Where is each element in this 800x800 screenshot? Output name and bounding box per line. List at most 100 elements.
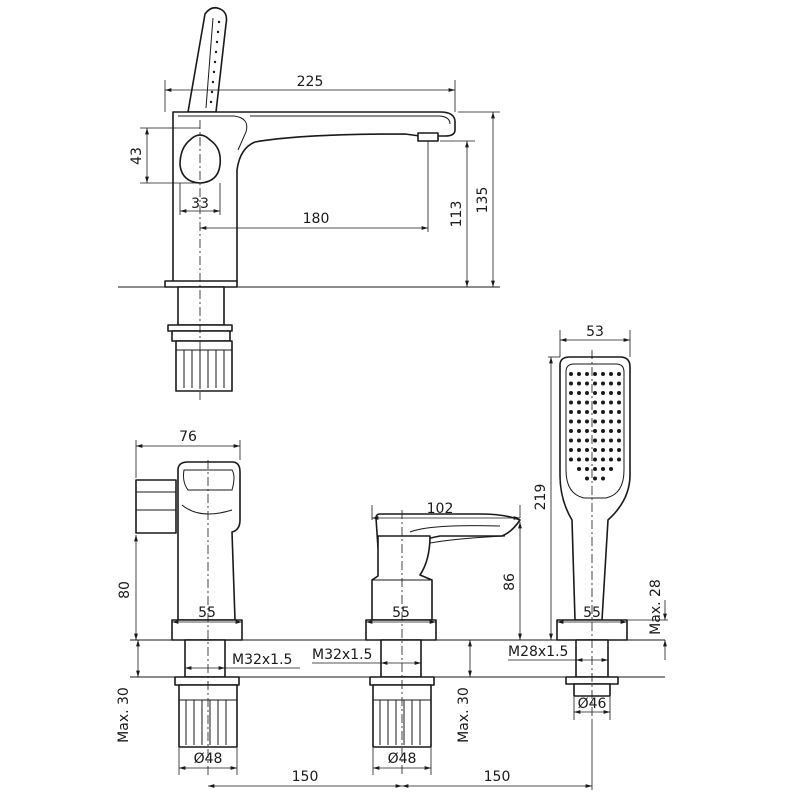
nozzle-dot <box>569 429 573 433</box>
dim-holder-nut: Ø46 <box>578 696 607 712</box>
nozzle-dot <box>569 448 573 452</box>
nozzle-dot <box>585 391 589 395</box>
spout-side-view: 225 43 33 180 113 135 <box>118 6 500 400</box>
nozzle-dot <box>577 381 581 386</box>
diverter-base <box>171 619 243 641</box>
resting-shower-nozzles <box>209 20 221 104</box>
dim-spacing-2: 150 <box>484 769 511 785</box>
nozzle-dot <box>593 448 597 452</box>
mixer-base <box>365 619 437 641</box>
nozzle-dot <box>593 372 597 376</box>
hand-shower-front-view: 53 219 55 Max. 28 M28x1.5 Ø46 <box>508 324 668 720</box>
nozzle-dot <box>593 381 597 386</box>
nozzle-dot <box>609 410 613 414</box>
nozzle-dot <box>601 410 605 414</box>
dim-outlet-reach: 180 <box>303 211 330 227</box>
nozzle-dot <box>609 457 613 462</box>
nozzle-dot <box>569 381 573 386</box>
dim-hand-shower-width: 53 <box>586 324 604 340</box>
nozzle-dot <box>617 457 621 462</box>
nozzle-dot <box>585 429 589 433</box>
dim-mixer-thread: M32x1.5 <box>312 647 372 663</box>
nozzle-dot <box>585 410 589 414</box>
nozzle-dot <box>601 372 605 376</box>
nozzle-dot <box>593 391 597 395</box>
nozzle-dot <box>601 448 605 452</box>
nozzle-dot <box>585 438 589 443</box>
nozzle-dot <box>617 372 621 376</box>
nozzle-dot <box>577 448 581 452</box>
dim-outlet-height: 113 <box>449 201 465 228</box>
nozzle-dot <box>593 467 597 471</box>
diverter-body <box>177 461 241 621</box>
nozzle-dot <box>601 438 605 443</box>
spout-aerator <box>417 132 439 142</box>
nozzle-dot <box>577 410 581 414</box>
nozzle-dot <box>585 476 589 481</box>
nozzle-dot <box>569 410 573 414</box>
nozzle-dot <box>593 429 597 433</box>
dim-holder-base: 55 <box>583 605 601 621</box>
nozzle-dot <box>593 457 597 462</box>
nozzle-dot <box>577 419 581 424</box>
nozzle-dot <box>569 391 573 395</box>
dim-diverter-nut: Ø48 <box>194 751 223 767</box>
nozzle-dot <box>577 391 581 395</box>
dim-diverter-base: 55 <box>198 605 216 621</box>
dim-holder-max: Max. 28 <box>648 579 664 635</box>
nozzle-dot <box>601 429 605 433</box>
nozzle-dot <box>609 438 613 443</box>
nozzle-dot <box>609 391 613 395</box>
nozzle-dot <box>617 400 621 405</box>
nozzle-dot <box>617 381 621 386</box>
nozzle-dot <box>609 467 613 471</box>
dim-diverter-height: 80 <box>117 581 133 599</box>
nozzle-dot <box>585 457 589 462</box>
dim-spacing-1: 150 <box>292 769 319 785</box>
nozzle-dot <box>601 381 605 386</box>
nozzle-dot <box>601 457 605 462</box>
dim-holder-thread: M28x1.5 <box>508 644 568 660</box>
dim-mixer-max: Max. 30 <box>456 687 472 743</box>
nozzle-dot <box>577 400 581 405</box>
spout-base <box>164 280 238 288</box>
nozzle-dot <box>569 457 573 462</box>
nozzle-dot <box>569 372 573 376</box>
nozzle-dot <box>585 467 589 471</box>
nozzle-dot <box>577 429 581 433</box>
dim-mixer-length: 102 <box>427 501 454 517</box>
nozzle-dot <box>617 438 621 443</box>
nozzle-dot <box>585 400 589 405</box>
nozzle-dot <box>593 476 597 481</box>
nozzle-dot <box>609 429 613 433</box>
spout-mounting-nut <box>175 340 233 392</box>
nozzle-dot <box>601 419 605 424</box>
nozzle-dot <box>593 438 597 443</box>
dim-diverter-thread: M32x1.5 <box>232 652 292 668</box>
resting-hand-shower <box>187 6 228 113</box>
dim-spout-length: 225 <box>297 74 324 90</box>
hand-shower-nozzles <box>569 372 621 481</box>
nozzle-dot <box>609 419 613 424</box>
dim-diverter-width: 76 <box>179 429 197 445</box>
mixer-front-view: 102 86 55 M32x1.5 Max. 30 Ø48 <box>312 501 522 775</box>
nozzle-dot <box>617 410 621 414</box>
dim-diverter-max: Max. 30 <box>116 687 132 743</box>
nozzle-dot <box>585 448 589 452</box>
spout-body <box>172 111 456 283</box>
nozzle-dot <box>593 410 597 414</box>
nozzle-dot <box>617 391 621 395</box>
nozzle-dot <box>577 438 581 443</box>
dim-total-height: 135 <box>475 187 491 214</box>
dim-lever-offset: 33 <box>191 196 209 212</box>
nozzle-dot <box>601 476 605 481</box>
spacing-dimensions: 150 150 <box>208 720 593 790</box>
nozzle-dot <box>609 400 613 405</box>
nozzle-dot <box>593 419 597 424</box>
nozzle-dot <box>585 372 589 376</box>
dim-hand-shower-length: 219 <box>533 484 549 511</box>
nozzle-dot <box>609 372 613 376</box>
nozzle-dot <box>617 429 621 433</box>
nozzle-dot <box>617 448 621 452</box>
